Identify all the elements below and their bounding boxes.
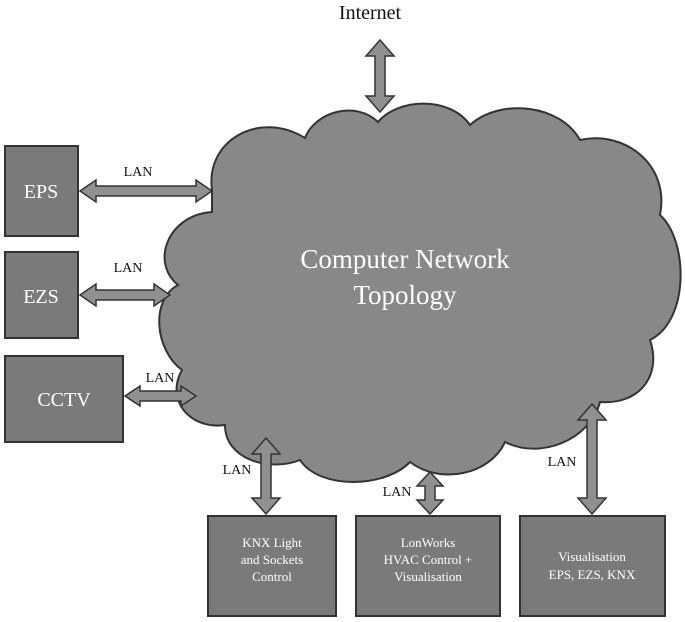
lonworks-controller: LonWorks HVAC Control + Visualisation (355, 515, 501, 617)
internet-label: Internet (339, 2, 402, 24)
visualisation-lan-arrow (576, 402, 608, 516)
lonworks-label-line1: LonWorks (401, 535, 456, 550)
cctv-lan-label: LAN (146, 371, 175, 386)
ezs-label: EZS (23, 286, 59, 308)
eps-box (4, 145, 79, 237)
cctv-system: CCTV (4, 355, 124, 443)
visualisation-label-line2: EPS, EZS, KNX (549, 567, 636, 582)
knx-label-line1: KNX Light (242, 535, 302, 550)
lonworks-label-line2: HVAC Control + (384, 552, 473, 567)
visualisation-box (519, 515, 666, 617)
ezs-box (4, 251, 79, 339)
knx-lan-label: LAN (223, 463, 252, 478)
eps-lan-arrow (78, 178, 214, 204)
knx-controller: KNX Light and Sockets Control (207, 515, 337, 617)
lonworks-box (355, 515, 501, 617)
ezs-lan-arrow (78, 282, 172, 308)
lonworks-lan-label: LAN (383, 485, 412, 500)
knx-label-line3: Control (252, 569, 292, 584)
ezs-lan-label: LAN (114, 261, 143, 276)
eps-system: EPS (4, 145, 79, 237)
knx-label-line2: and Sockets (241, 552, 303, 567)
eps-lan-label: LAN (124, 165, 153, 180)
internet-arrow (364, 38, 396, 114)
eps-label: EPS (24, 181, 58, 203)
cctv-lan-arrow (123, 384, 198, 408)
ezs-system: EZS (4, 251, 79, 339)
cloud-title-line1: Computer Network (300, 244, 510, 274)
lonworks-label-line3: Visualisation (394, 569, 462, 584)
visualisation-lan-label: LAN (548, 455, 577, 470)
visualisation-label-line1: Visualisation (558, 549, 626, 564)
knx-box (207, 515, 337, 617)
network-cloud: Computer Network Topology (158, 102, 682, 483)
visualisation-controller: Visualisation EPS, EZS, KNX (519, 515, 666, 617)
knx-lan-arrow (250, 436, 282, 516)
cloud-title-line2: Topology (353, 280, 457, 310)
lonworks-lan-arrow (415, 470, 445, 516)
cctv-box (4, 355, 124, 443)
cctv-label: CCTV (37, 389, 91, 411)
